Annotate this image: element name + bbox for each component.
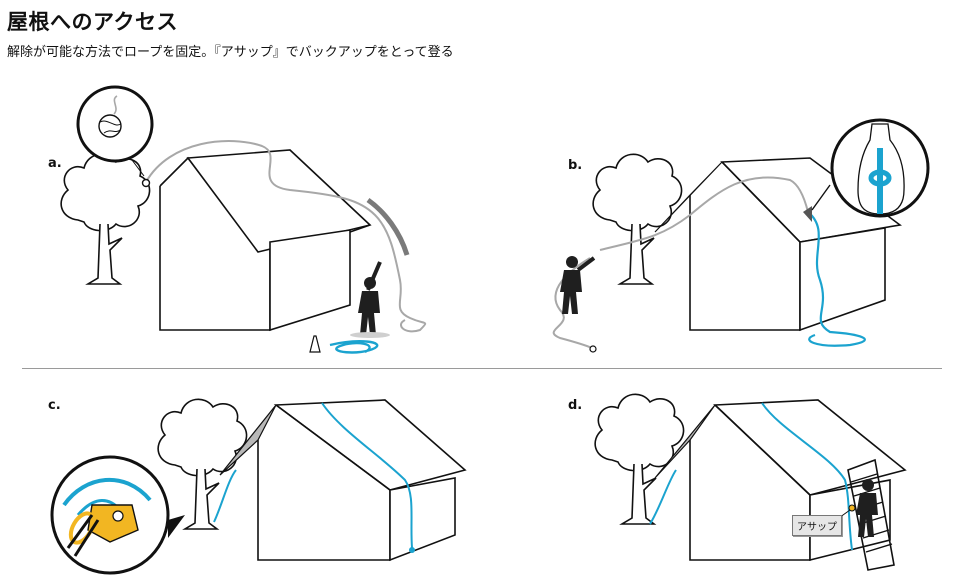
asap-callout-label: アサップ [792,515,842,536]
panel-label-c: c. [48,398,61,413]
panel-d-scene [594,393,907,571]
page-subtitle: 解除が可能な方法でロープを固定。『アサップ』でバックアップをとって登る [7,45,454,60]
panel-label-d: d. [568,398,583,413]
panel-b-scene [552,118,930,353]
page-title: 屋根へのアクセス [7,10,178,34]
panel-label-a: a. [48,156,62,171]
panel-c-scene [50,398,467,575]
panel-divider [22,368,942,369]
panel-label-b: b. [568,158,583,173]
panel-a-scene [60,85,427,354]
